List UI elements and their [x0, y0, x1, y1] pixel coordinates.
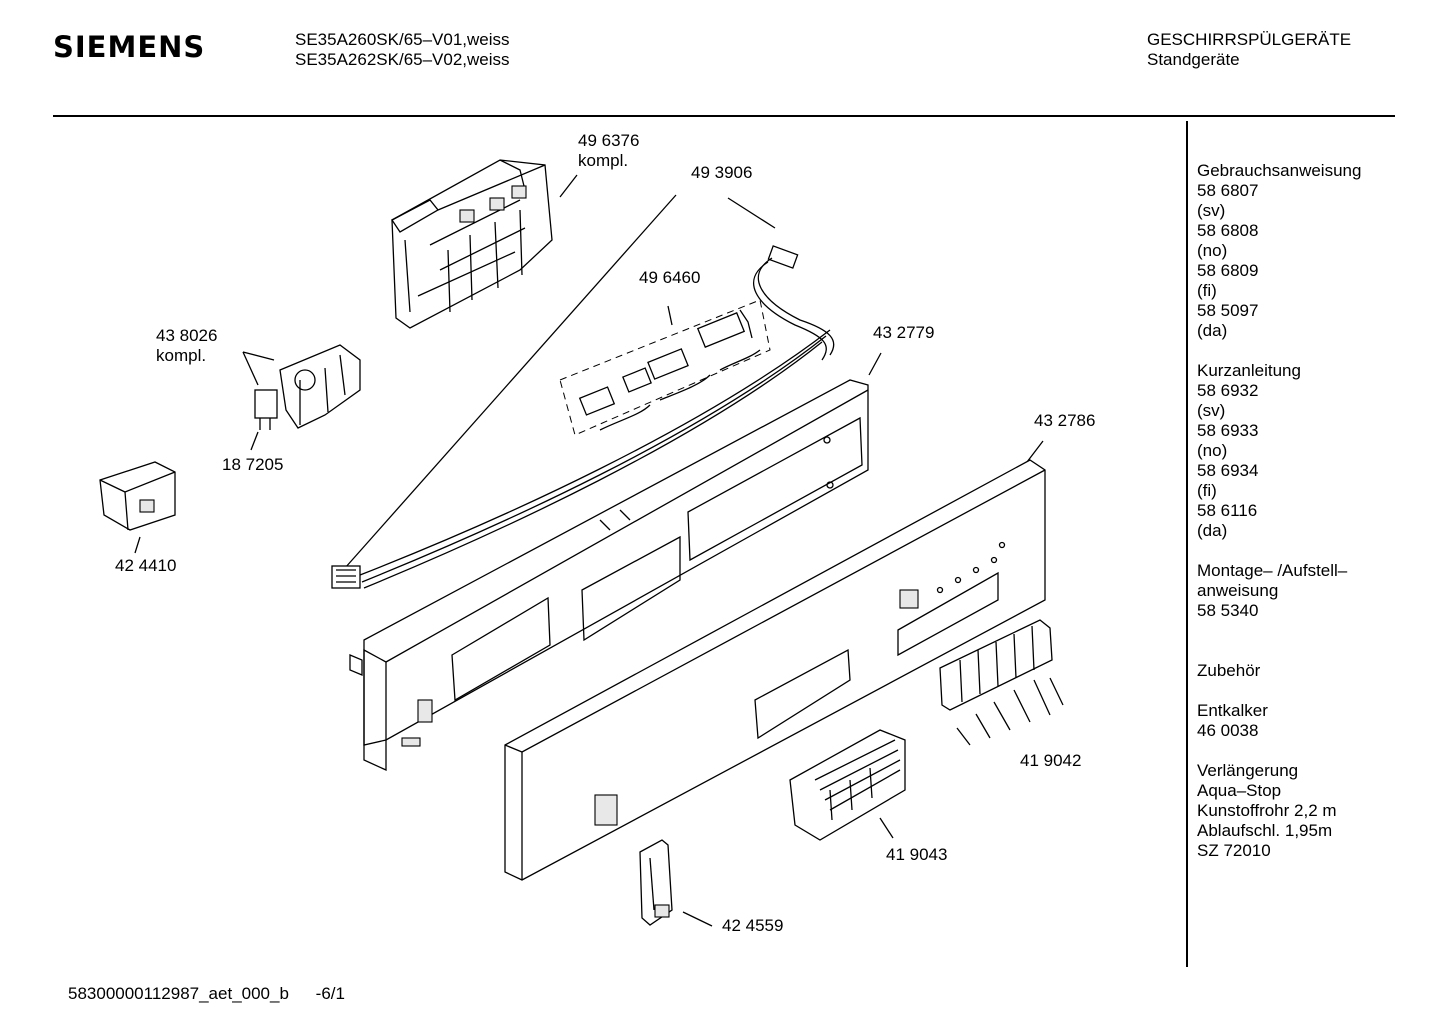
manual-item: 58 6808	[1197, 221, 1259, 240]
short-guide-item: (no)	[1197, 441, 1228, 460]
manual-item: 58 5097	[1197, 301, 1259, 320]
button-set-part	[939, 619, 1053, 711]
extension-line: Ablaufschl. 1,95m	[1197, 821, 1333, 840]
extension-subtitle: Aqua–Stop	[1197, 781, 1282, 800]
descaler-item: 46 0038	[1197, 721, 1259, 740]
spacer	[1197, 541, 1361, 561]
manual-item: (fi)	[1197, 281, 1217, 300]
brand-logo: SIEMENS	[53, 30, 206, 64]
footer: 58300000112987_aet_000_b -6/1	[68, 984, 345, 1004]
manual-item: (da)	[1197, 321, 1228, 340]
manual-item: 58 6809	[1197, 261, 1259, 280]
spacer	[1197, 681, 1361, 701]
category-title: GESCHIRRSPÜLGERÄTE	[1147, 30, 1352, 49]
callout-number: 43 2786	[1034, 411, 1096, 430]
descaler-title: Entkalker	[1197, 701, 1268, 720]
model-line-1: SE35A260SK/65–V01,weiss	[295, 30, 510, 49]
documents-sidebar: Gebrauchsanweisung 58 6807 (sv) 58 6808 …	[1197, 161, 1361, 861]
sidebar-divider	[1186, 121, 1188, 967]
manual-title: Gebrauchsanweisung	[1197, 161, 1362, 180]
callout-438026: 43 8026 kompl.	[156, 326, 217, 366]
callout-432779: 43 2779	[873, 323, 934, 343]
short-guide-item: 58 6933	[1197, 421, 1259, 440]
extension-line: SZ 72010	[1197, 841, 1271, 860]
page-number: -6/1	[315, 984, 345, 1003]
short-guide-item: (sv)	[1197, 401, 1226, 420]
callout-number: 18 7205	[222, 455, 284, 474]
short-guide-item: 58 6116	[1197, 501, 1258, 520]
manual-item: (sv)	[1197, 201, 1226, 220]
subcategory-title: Standgeräte	[1147, 50, 1240, 69]
mounting-item: 58 5340	[1197, 601, 1259, 620]
model-list: SE35A260SK/65–V01,weiss SE35A262SK/65–V0…	[295, 30, 510, 70]
extension-title: Verlängerung	[1197, 761, 1299, 780]
callout-493906: 49 3906	[691, 163, 752, 183]
short-guide-item: 58 6932	[1197, 381, 1259, 400]
exploded-parts-diagram	[99, 159, 1064, 927]
spacer	[1197, 641, 1361, 661]
short-guide-title: Kurzanleitung	[1197, 361, 1301, 380]
control-module-part	[391, 159, 553, 329]
callout-number: 42 4559	[722, 916, 784, 935]
document-id: 58300000112987_aet_000_b	[68, 984, 289, 1003]
header-divider	[53, 115, 1395, 117]
leader-lines	[134, 174, 1064, 927]
mounting-title-cont: anweisung	[1197, 581, 1279, 600]
callout-419043: 41 9043	[886, 845, 947, 865]
callout-419042: 41 9042	[1020, 751, 1081, 771]
callout-496376: 49 6376 kompl.	[578, 131, 639, 171]
callout-number: 42 4410	[115, 556, 177, 575]
accessories-title: Zubehör	[1197, 661, 1261, 680]
spacer	[1197, 341, 1361, 361]
callout-number: 41 9042	[1020, 751, 1082, 770]
model-line-2: SE35A262SK/65–V02,weiss	[295, 50, 510, 69]
cable-harness-part	[331, 245, 835, 589]
callout-number: 49 3906	[691, 163, 753, 182]
callout-432786: 43 2786	[1034, 411, 1095, 431]
spacer	[1197, 741, 1361, 761]
mounting-title: Montage– /Aufstell–	[1197, 561, 1348, 580]
callout-note: kompl.	[578, 151, 629, 170]
callout-187205: 18 7205	[222, 455, 283, 475]
panel-frame-part	[349, 379, 869, 772]
callout-note: kompl.	[156, 346, 207, 365]
spacer	[1197, 621, 1361, 641]
manual-item: 58 6807	[1197, 181, 1259, 200]
handle-part	[789, 729, 906, 841]
callout-number: 49 6460	[639, 268, 701, 287]
front-panel-part	[504, 459, 1046, 881]
callout-496460: 49 6460	[639, 268, 700, 288]
short-guide-item: (fi)	[1197, 481, 1217, 500]
connector-set-part	[559, 299, 771, 436]
extension-line: Kunstoffrohr 2,2 m	[1197, 801, 1337, 820]
door-switch-part	[254, 344, 361, 430]
short-guide-item: (da)	[1197, 521, 1228, 540]
manual-item: (no)	[1197, 241, 1228, 260]
short-guide-item: 58 6934	[1197, 461, 1259, 480]
relay-part	[99, 461, 176, 531]
category-block: GESCHIRRSPÜLGERÄTE Standgeräte	[1147, 30, 1351, 70]
callout-424410: 42 4410	[115, 556, 176, 576]
callout-number: 43 2779	[873, 323, 935, 342]
callout-number: 49 6376	[578, 131, 640, 150]
callout-number: 43 8026	[156, 326, 218, 345]
callout-424559: 42 4559	[722, 916, 783, 936]
latch-part	[639, 839, 673, 926]
callout-number: 41 9043	[886, 845, 948, 864]
